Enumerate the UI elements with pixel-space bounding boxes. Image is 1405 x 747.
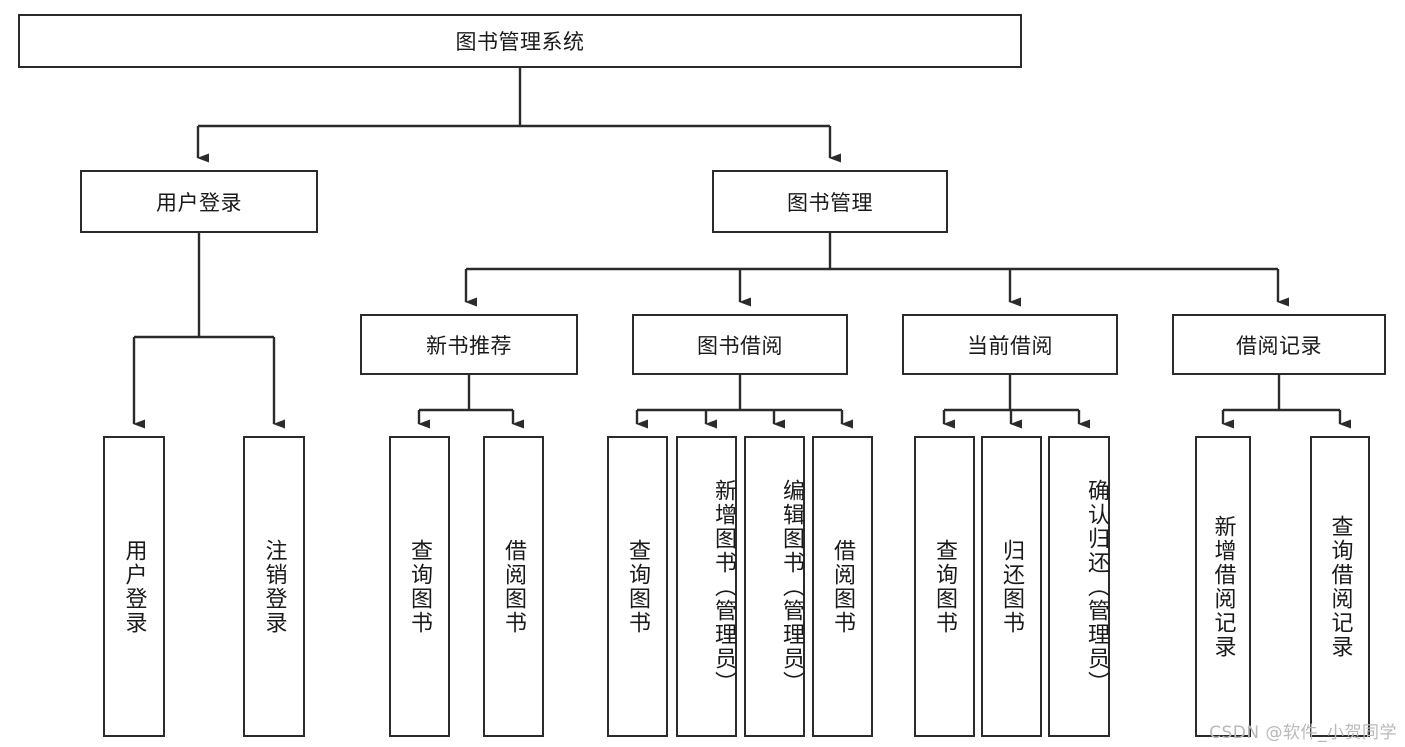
- node-label: 用户登录: [121, 538, 147, 635]
- leaf-node-leaf-borrow-book-1[interactable]: 借阅图书: [483, 436, 544, 737]
- node-label: 新书推荐: [426, 333, 512, 358]
- node-label: 查询图书: [625, 538, 651, 635]
- node-label: 借阅图书: [501, 538, 527, 635]
- node-label: 当前借阅: [967, 333, 1053, 358]
- leaf-node-leaf-borrow-book-2[interactable]: 借阅图书: [812, 436, 873, 737]
- leaf-node-leaf-query-borrow-record[interactable]: 查询借阅记录: [1310, 436, 1370, 737]
- node-label: 用户登录: [156, 190, 242, 215]
- leaf-node-leaf-user-logout[interactable]: 注销登录: [243, 436, 305, 737]
- level2-node-book-manage[interactable]: 图书管理: [712, 170, 948, 233]
- node-label: 借阅图书: [830, 538, 856, 635]
- node-label: 查询借阅记录: [1327, 514, 1353, 659]
- leaf-node-leaf-user-login[interactable]: 用户登录: [103, 436, 165, 737]
- level2-node-user-login[interactable]: 用户登录: [80, 170, 318, 233]
- root-node-root[interactable]: 图书管理系统: [18, 14, 1022, 68]
- node-label: 注销登录: [261, 538, 287, 635]
- level3-node-book-borrow[interactable]: 图书借阅: [632, 314, 848, 375]
- node-label: 查询图书: [407, 538, 433, 635]
- leaf-node-leaf-query-book-1[interactable]: 查询图书: [389, 436, 450, 737]
- node-label: 新增图书（管理员）: [711, 478, 736, 695]
- level3-node-borrow-record[interactable]: 借阅记录: [1172, 314, 1386, 375]
- level3-node-current-borrow[interactable]: 当前借阅: [902, 314, 1118, 375]
- node-label: 图书管理: [787, 190, 873, 215]
- node-label: 编辑图书（管理员）: [779, 478, 804, 695]
- node-label: 图书借阅: [697, 333, 783, 358]
- level3-node-new-book-recommend[interactable]: 新书推荐: [360, 314, 578, 375]
- leaf-node-leaf-query-book-3[interactable]: 查询图书: [914, 436, 975, 737]
- node-label: 归还图书: [999, 538, 1025, 635]
- node-label: 新增借阅记录: [1210, 514, 1236, 659]
- node-label: 查询图书: [932, 538, 958, 635]
- leaf-node-leaf-edit-book-admin[interactable]: 编辑图书（管理员）: [744, 436, 805, 737]
- node-label: 确认归还（管理员）: [1084, 478, 1109, 695]
- node-label: 借阅记录: [1236, 333, 1322, 358]
- leaf-node-leaf-return-book[interactable]: 归还图书: [981, 436, 1042, 737]
- node-label: 图书管理系统: [455, 30, 585, 54]
- leaf-node-leaf-add-borrow-record[interactable]: 新增借阅记录: [1195, 436, 1251, 737]
- leaf-node-leaf-add-book-admin[interactable]: 新增图书（管理员）: [676, 436, 737, 737]
- leaf-node-leaf-confirm-return-admin[interactable]: 确认归还（管理员）: [1048, 436, 1110, 737]
- leaf-node-leaf-query-book-2[interactable]: 查询图书: [607, 436, 668, 737]
